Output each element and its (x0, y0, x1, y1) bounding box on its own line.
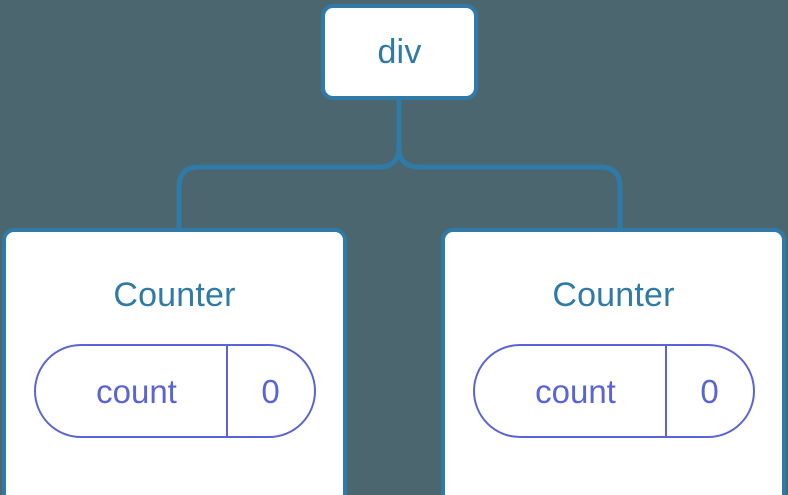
edge-root-to-counter-left (176, 100, 402, 230)
state-value-left: 0 (261, 372, 280, 410)
node-div[interactable]: div (321, 4, 478, 100)
node-counter-left-label: Counter (113, 276, 236, 314)
node-counter-left[interactable]: Counter count 0 (2, 228, 347, 495)
state-divider-right (664, 346, 667, 436)
node-counter-right[interactable]: Counter count 0 (441, 228, 786, 495)
node-div-label: div (377, 33, 422, 71)
state-key-right: count (535, 372, 616, 410)
state-divider-left (225, 346, 228, 436)
edge-root-to-counter-right (396, 100, 623, 230)
state-pill-right[interactable]: count 0 (472, 344, 755, 438)
state-value-right: 0 (700, 372, 719, 410)
state-key-left: count (96, 372, 177, 410)
state-pill-left[interactable]: count 0 (33, 344, 316, 438)
node-counter-right-label: Counter (552, 276, 675, 314)
